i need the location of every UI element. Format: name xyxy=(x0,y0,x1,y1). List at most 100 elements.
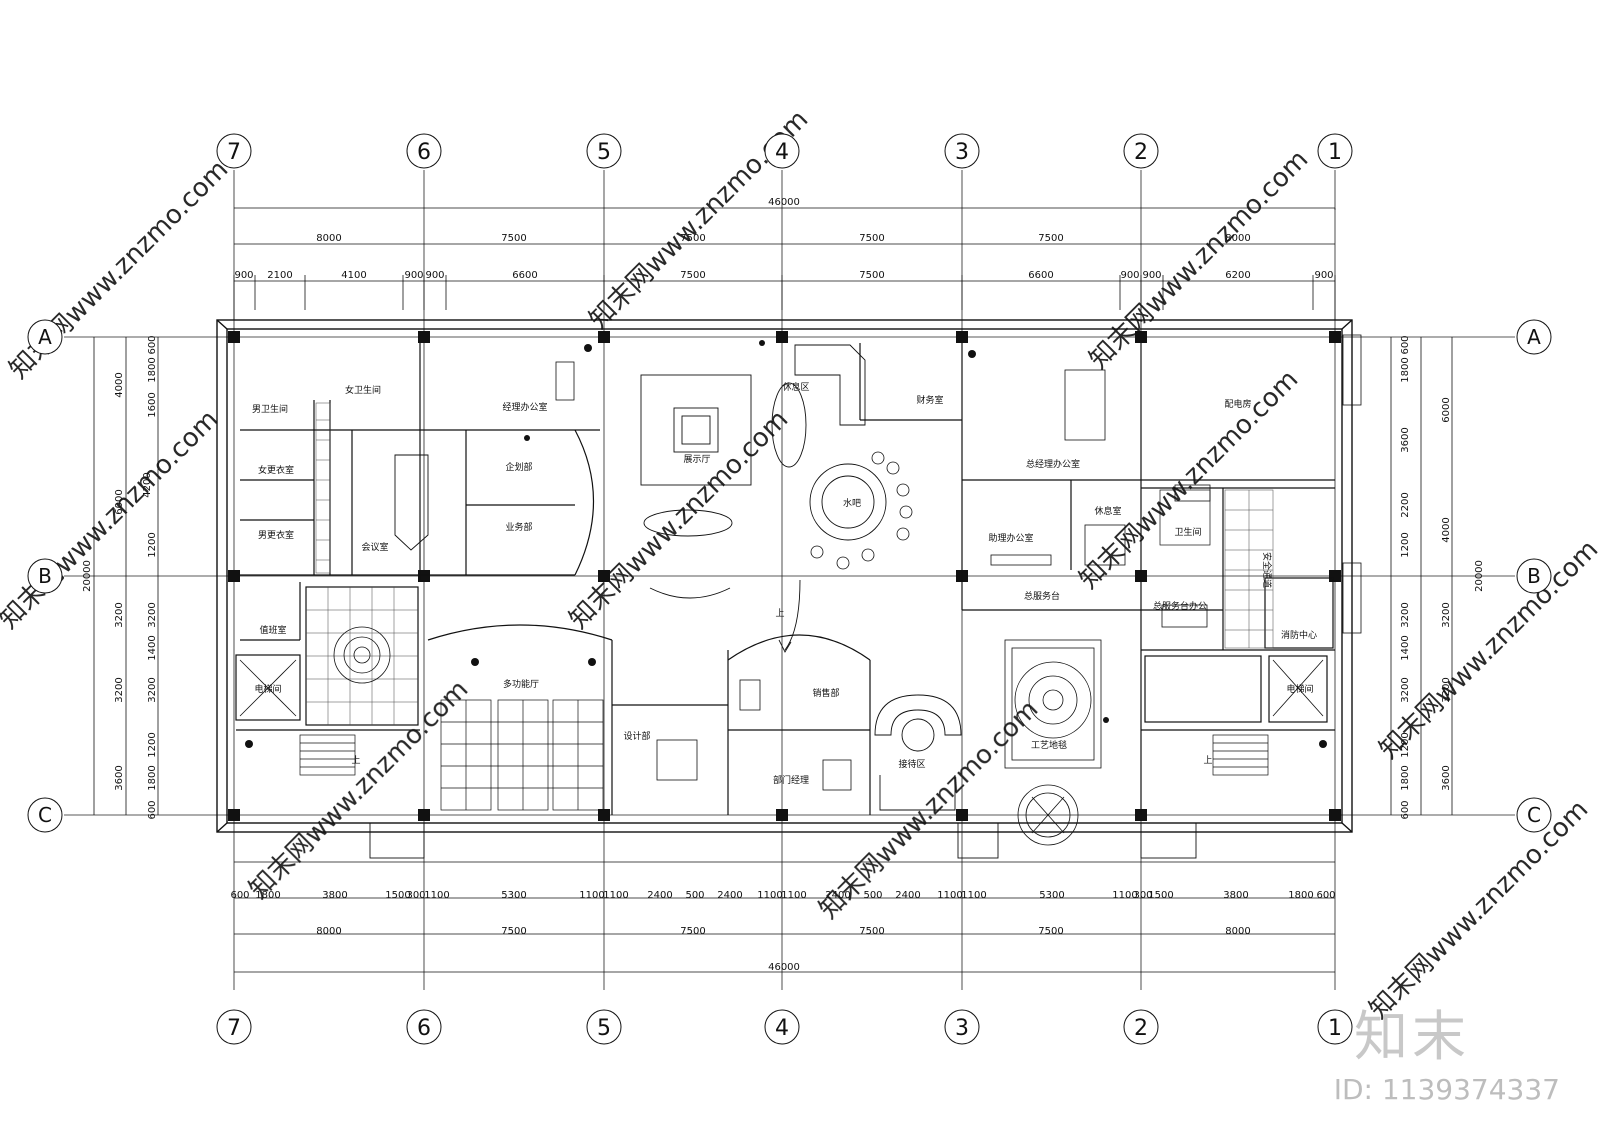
dim-left2: 3200 xyxy=(147,677,158,702)
dim-bottom2: 1100 xyxy=(757,890,782,901)
grid-label: 6 xyxy=(417,140,431,165)
grid-label: 3 xyxy=(955,1016,969,1041)
grid-labels-top: 7 6 5 4 3 2 1 xyxy=(227,140,1342,165)
room-label-safety-passage: 安全通道 xyxy=(1261,552,1273,588)
dim-top1: 8000 xyxy=(316,233,341,244)
arrow-label: 上 xyxy=(775,608,784,619)
dim-bottom2: 3800 xyxy=(1223,890,1248,901)
room-label-planning: 企划部 xyxy=(505,461,532,473)
grid-label: 2 xyxy=(1134,1016,1148,1041)
grid-label: B xyxy=(38,564,52,588)
hall-seating xyxy=(440,699,604,811)
dim-text-top: 46000 8000 7500 7500 7500 7500 8000 900 … xyxy=(234,197,1333,281)
dim-bottom2: 1100 xyxy=(603,890,628,901)
dim-left2: 1200 xyxy=(147,532,158,557)
grid-bubbles-bottom xyxy=(216,1009,1353,1045)
dim-bottom2: 5300 xyxy=(501,890,526,901)
outer-walls xyxy=(216,319,1353,833)
room-label-front-desk: 总服务台 xyxy=(1024,590,1060,602)
dim-bottom2: 500 xyxy=(685,890,704,901)
dim-lines-top xyxy=(234,207,1336,935)
grid-label: 1 xyxy=(1328,1016,1342,1041)
dim-top1: 8000 xyxy=(1225,233,1250,244)
dim-bottom1: 7500 xyxy=(1038,926,1063,937)
dim-text-bottom: 600 1800 3800 1500 300 1100 5300 1100 11… xyxy=(230,890,1335,973)
stair-arrow xyxy=(778,579,801,653)
dim-bottom2: 600 xyxy=(230,890,249,901)
dim-top2: 900 xyxy=(1314,270,1333,281)
grid-label: 7 xyxy=(227,1016,241,1041)
dim-right1: 3200 xyxy=(1441,677,1452,702)
room-label-front-desk-office: 总服务台办公 xyxy=(1153,600,1207,612)
dim-left2: 1800 xyxy=(147,357,158,382)
dim-top2: 900 xyxy=(234,270,253,281)
room-label-bar: 水吧 xyxy=(843,497,861,509)
dim-bottom1: 7500 xyxy=(501,926,526,937)
dim-right2: 2200 xyxy=(1400,492,1411,517)
dim-left2: 4200 xyxy=(142,472,153,497)
stair-label-left: 上 xyxy=(351,755,360,766)
watermark-text: 知末网www.znzmo.com xyxy=(1364,794,1595,1025)
dim-right2: 1200 xyxy=(1400,732,1411,757)
grid-label: 4 xyxy=(775,140,789,165)
dim-total-left: 20000 xyxy=(82,560,93,592)
floor-medallion-left xyxy=(333,626,391,684)
dim-bottom2: 1100 xyxy=(937,890,962,901)
grid-label: A xyxy=(38,325,52,349)
room-label-male-wc: 男卫生间 xyxy=(252,403,288,415)
watermark-text: 知末网www.znzmo.com xyxy=(0,404,224,635)
dim-bottom2: 2400 xyxy=(647,890,672,901)
dim-bottom2: 1800 xyxy=(1288,890,1313,901)
dim-left2: 1800 xyxy=(147,765,158,790)
room-label-rest-room: 休息室 xyxy=(1094,505,1121,517)
dim-bottom2: 1500 xyxy=(1148,890,1173,901)
dim-bottom2: 2400 xyxy=(895,890,920,901)
grid-label: 1 xyxy=(1328,140,1342,165)
dim-left2: 3600 xyxy=(114,765,125,790)
grid-label: 4 xyxy=(775,1016,789,1041)
dim-right2: 1400 xyxy=(1400,635,1411,660)
watermark-layer: 知末网www.znzmo.com 知末网www.znzmo.com 知末网www… xyxy=(0,104,1600,1025)
dim-top1: 7500 xyxy=(501,233,526,244)
grid-label: 6 xyxy=(417,1016,431,1041)
dim-bottom2: 3800 xyxy=(322,890,347,901)
dim-right2: 600 xyxy=(1400,335,1411,354)
room-label-dept-manager: 部门经理 xyxy=(773,774,809,786)
grid-label: 5 xyxy=(597,1016,611,1041)
room-label-fire-center: 消防中心 xyxy=(1281,629,1317,641)
dim-ticks-top2 xyxy=(233,275,1336,320)
bar-stools xyxy=(810,451,913,570)
room-label-male-locker: 男更衣室 xyxy=(258,529,294,541)
entrance-steps xyxy=(369,822,1197,859)
plants xyxy=(245,340,1327,748)
grid-labels-side: A B C A B C xyxy=(38,325,1541,827)
dim-right2: 1800 xyxy=(1400,357,1411,382)
dim-top2: 6600 xyxy=(512,270,537,281)
dim-right1: 3600 xyxy=(1441,765,1452,790)
dim-top1: 7500 xyxy=(680,233,705,244)
room-label-reception: 接待区 xyxy=(898,758,925,770)
dim-top2: 6200 xyxy=(1225,270,1250,281)
grid-label: B xyxy=(1527,564,1541,588)
dim-right2: 600 xyxy=(1400,800,1411,819)
dim-top2: 900 xyxy=(404,270,423,281)
meeting-table xyxy=(394,454,429,551)
dim-right2: 3600 xyxy=(1400,427,1411,452)
grid-label: 2 xyxy=(1134,140,1148,165)
room-label-business: 业务部 xyxy=(505,521,532,533)
grid-labels-bottom: 7 6 5 4 3 2 1 xyxy=(227,1016,1342,1041)
room-label-meeting: 会议室 xyxy=(361,541,388,553)
grid-label: C xyxy=(1527,803,1541,827)
dim-bottom2: 1100 xyxy=(579,890,604,901)
dim-text-left: 20000 4000 6000 4200 3200 600 1800 1600 … xyxy=(82,335,158,819)
dim-top1: 7500 xyxy=(859,233,884,244)
room-label-gm-office: 总经理办公室 xyxy=(1026,458,1080,470)
partitions xyxy=(235,343,1335,815)
room-label-exhibition: 展示厅 xyxy=(683,454,710,465)
room-label-finance: 财务室 xyxy=(916,394,943,406)
dim-top2: 2100 xyxy=(267,270,292,281)
stairs xyxy=(299,489,1269,776)
dim-top2: 7500 xyxy=(859,270,884,281)
dim-bottom2: 1100 xyxy=(424,890,449,901)
room-label-sales: 销售部 xyxy=(812,687,839,699)
